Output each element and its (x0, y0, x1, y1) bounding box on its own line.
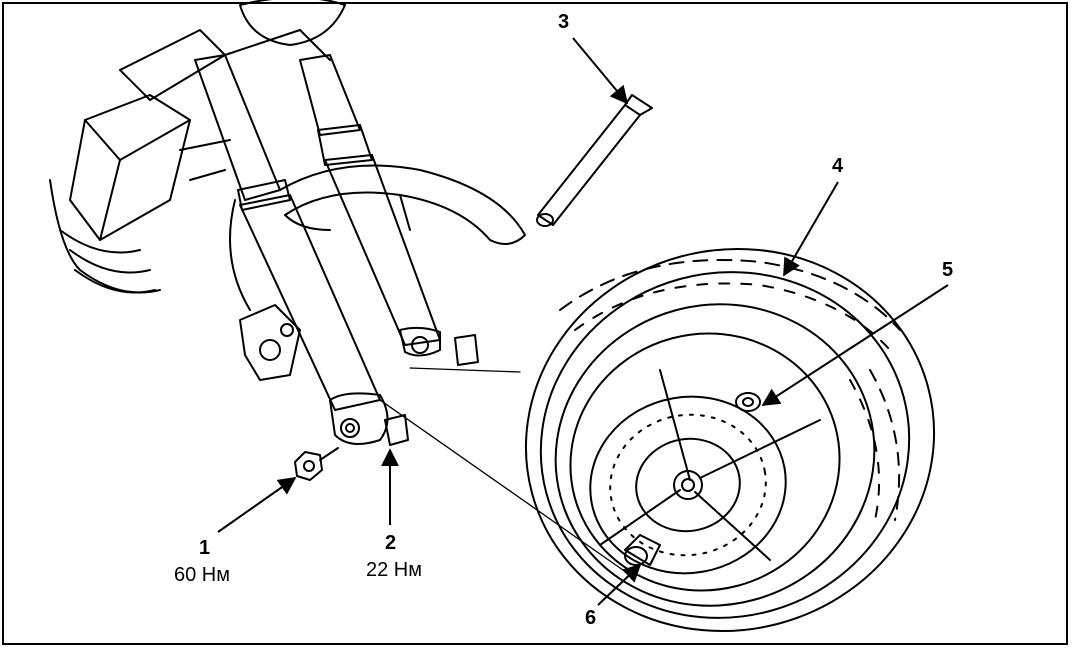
front-wheel (524, 247, 936, 633)
brake-disc (589, 395, 787, 575)
front-fork (194, 54, 479, 446)
callout-number-3: 3 (558, 11, 570, 33)
callout-torque-1: 60 Нм (174, 564, 230, 586)
callout-number-5: 5 (942, 259, 954, 281)
brake-caliper (229, 199, 301, 381)
front-axle (536, 94, 653, 227)
callout-arrow-4 (783, 181, 839, 277)
callout-number-2: 2 (385, 532, 397, 554)
alignment-lines (379, 367, 631, 576)
motorcycle-body (49, 0, 346, 294)
callout-number-4: 4 (832, 155, 844, 177)
axle-nut (294, 447, 339, 481)
left-spacer (624, 534, 661, 566)
callout-number-6: 6 (585, 607, 597, 629)
callout-arrow-3 (572, 37, 629, 105)
callout-torque-2: 22 Нм (366, 559, 422, 581)
front-fender (279, 164, 526, 245)
callout-number-1: 1 (199, 537, 211, 559)
right-spacer (735, 392, 761, 412)
callout-arrow-5 (761, 284, 949, 406)
callout-arrow-1 (217, 476, 297, 533)
callout-arrow-6 (597, 563, 642, 606)
